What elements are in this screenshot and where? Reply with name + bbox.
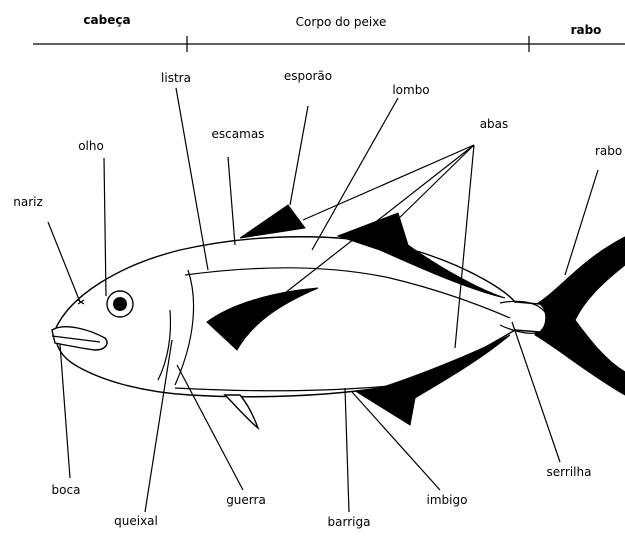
- label-scutes: serrilha: [547, 465, 592, 479]
- leader-mouth: [60, 344, 70, 478]
- label-scales: escamas: [212, 127, 265, 141]
- fish-body-outline: [55, 237, 546, 397]
- leader-scales: [228, 157, 235, 245]
- label-navel: imbigo: [427, 493, 468, 507]
- label-belly: barriga: [328, 515, 371, 529]
- label-jaw: queixal: [114, 514, 158, 528]
- leader-stripe: [176, 88, 208, 270]
- label-mouth: boca: [52, 483, 81, 497]
- label-gill: guerra: [226, 493, 266, 507]
- eye-pupil: [113, 297, 127, 311]
- label-stripe: listra: [161, 71, 191, 85]
- region-tail-label: rabo: [571, 23, 602, 37]
- label-fins: abas: [480, 117, 509, 131]
- label-spur: esporão: [284, 69, 332, 83]
- label-tail: rabo: [595, 144, 622, 158]
- label-back: lombo: [392, 83, 429, 97]
- tail-fin: [535, 237, 625, 395]
- pelvic-fin: [225, 395, 258, 428]
- region-body-label: Corpo do peixe: [296, 15, 387, 29]
- first-dorsal-fin: [240, 205, 305, 238]
- label-nose: nariz: [13, 195, 43, 209]
- leader-eye: [104, 158, 106, 296]
- leader-spur: [290, 106, 308, 205]
- leader-fins-1: [303, 145, 474, 220]
- leader-fins-2: [392, 145, 474, 225]
- label-eye: olho: [78, 139, 104, 153]
- region-head-label: cabeça: [83, 13, 130, 27]
- leader-nose: [48, 222, 80, 302]
- leader-belly: [345, 388, 349, 512]
